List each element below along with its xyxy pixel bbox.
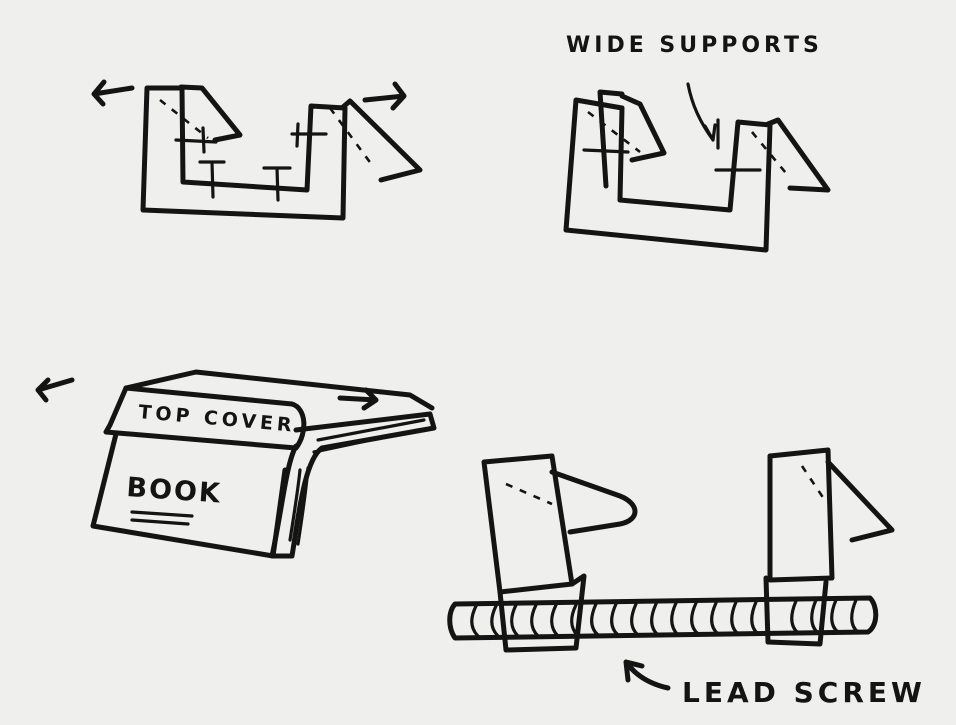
- wide-left-bolt: [584, 150, 628, 152]
- wide-supports-label: WIDE SUPPORTS: [566, 33, 823, 58]
- lead-screw-label: LEAD SCREW: [682, 676, 926, 709]
- book-label: BOOK: [126, 472, 223, 510]
